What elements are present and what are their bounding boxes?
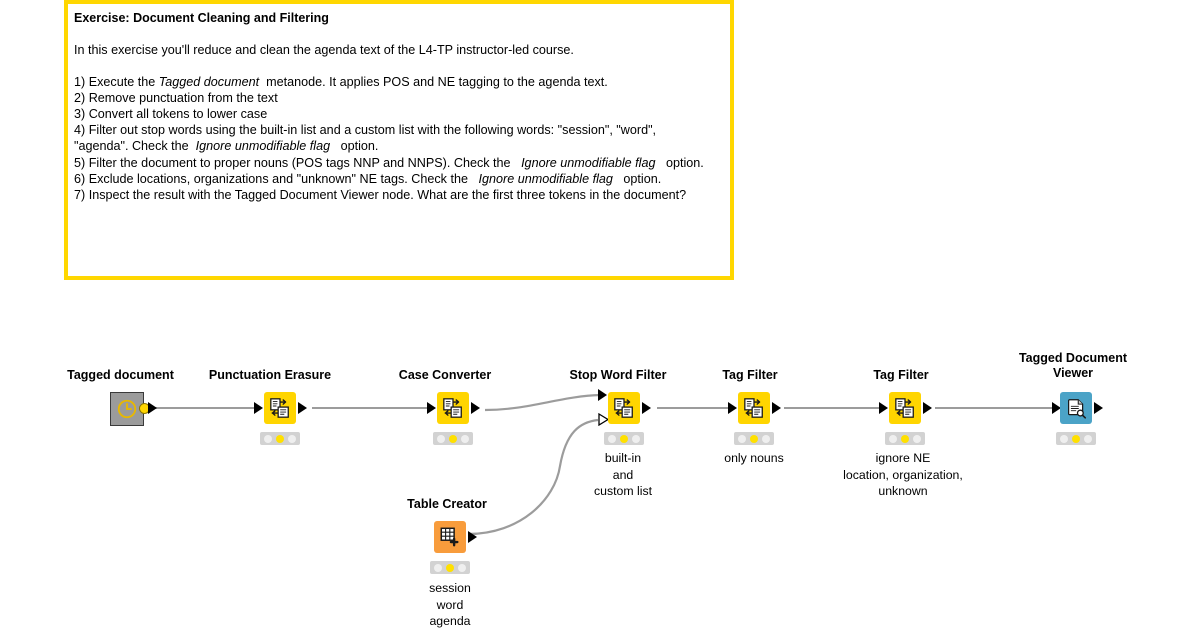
step1-suffix: metanode. It applies POS and NE tagging …: [259, 75, 608, 90]
node-status-case-converter: [433, 432, 473, 445]
stop-word-filter-input-port-document[interactable]: [598, 389, 607, 401]
document-search-icon: [1067, 398, 1086, 419]
status-light-right: [288, 434, 296, 443]
node-body-case-converter[interactable]: [437, 392, 469, 424]
tag-filter-nouns-output-port[interactable]: [772, 402, 781, 414]
status-light-middle: [620, 434, 628, 443]
status-light-left: [1060, 434, 1068, 443]
step5-italic: Ignore unmodifiable flag: [521, 155, 656, 170]
status-light-right: [458, 563, 466, 572]
node-title-table-creator: Table Creator: [407, 497, 487, 511]
tag-filter-ne-input-port[interactable]: [879, 402, 888, 414]
node-title-punctuation-erasure: Punctuation Erasure: [208, 368, 332, 382]
tag-filter-ne-output-port[interactable]: [923, 402, 932, 414]
node-title-stop-word-filter: Stop Word Filter: [569, 368, 667, 382]
document-transform-icon: [270, 398, 289, 418]
node-title-tag-filter-nouns: Tag Filter: [722, 368, 778, 382]
stop-word-filter-output-port[interactable]: [642, 402, 651, 414]
annotation-step-4-line1: 4) Filter out stop words using the built…: [74, 123, 657, 138]
status-light-left: [608, 434, 616, 443]
annotation-intro: In this exercise you'll reduce and clean…: [74, 43, 574, 57]
node-body-punctuation-erasure[interactable]: [264, 392, 296, 424]
stop-word-filter-input-port-table[interactable]: [598, 413, 609, 426]
node-subtitle-tag-filter-ne: ignore NE location, organization, unknow…: [843, 451, 963, 498]
node-title-tag-filter-ne: Tag Filter: [873, 368, 929, 382]
status-light-middle: [750, 434, 758, 443]
node-body-stop-word-filter[interactable]: [608, 392, 640, 424]
step5-prefix: 5) Filter the document to proper nouns (…: [74, 155, 522, 170]
case-converter-output-port[interactable]: [471, 402, 480, 414]
annotation-step-4-line2: "agenda". Check the Ignore unmodifiable …: [74, 138, 722, 154]
status-light-left: [889, 434, 897, 443]
tag-filter-nouns-input-port[interactable]: [728, 402, 737, 414]
node-status-punctuation-erasure: [260, 432, 300, 445]
status-light-middle: [901, 434, 909, 443]
node-title-tagged-document-viewer: Tagged Document Viewer: [1018, 351, 1128, 380]
status-light-middle: [446, 563, 454, 572]
status-light-right: [461, 434, 469, 443]
annotation-step-2: 2) Remove punctuation from the text: [74, 91, 278, 106]
node-body-tagged-document-viewer[interactable]: [1060, 392, 1092, 424]
step6-prefix: 6) Exclude locations, organizations and …: [74, 171, 479, 186]
document-transform-icon: [614, 398, 633, 418]
annotation-step-3: 3) Convert all tokens to lower case: [74, 107, 268, 122]
node-title-case-converter: Case Converter: [398, 368, 492, 382]
status-light-right: [632, 434, 640, 443]
step6-italic: Ignore unmodifiable flag: [478, 171, 613, 186]
step4-prefix: "agenda". Check the: [74, 139, 196, 154]
status-light-right: [762, 434, 770, 443]
node-status-stop-word-filter: [604, 432, 644, 445]
annotation-title: Exercise: Document Cleaning and Filterin…: [74, 11, 329, 25]
status-light-right: [913, 434, 921, 443]
clock-icon: [117, 399, 137, 419]
node-subtitle-tag-filter-nouns: only nouns: [724, 451, 784, 465]
punctuation-erasure-output-port[interactable]: [298, 402, 307, 414]
document-transform-icon: [744, 398, 763, 418]
table-creator-output-port[interactable]: [468, 531, 477, 543]
node-subtitle-stop-word-filter: built-in and custom list: [593, 451, 653, 498]
exercise-annotation-box[interactable]: Exercise: Document Cleaning and Filterin…: [64, 0, 734, 280]
tagged-document-viewer-output-port[interactable]: [1094, 402, 1103, 414]
document-transform-icon: [895, 398, 914, 418]
node-status-tagged-document-viewer: [1056, 432, 1096, 445]
annotation-step-5: 5) Filter the document to proper nouns (…: [74, 155, 722, 171]
table-plus-icon: [440, 527, 459, 547]
step1-italic: Tagged document: [158, 75, 260, 90]
status-light-right: [1084, 434, 1092, 443]
step5-suffix: option.: [655, 155, 704, 170]
step1-prefix: 1) Execute the: [74, 75, 159, 90]
metanode-output-arrow[interactable]: [148, 402, 157, 414]
node-body-tag-filter-ne[interactable]: [889, 392, 921, 424]
status-light-left: [434, 563, 442, 572]
node-subtitle-table-creator: session word agenda: [429, 581, 471, 628]
annotation-step-7: 7) Inspect the result with the Tagged Do…: [74, 187, 687, 202]
node-title-tagged-document: Tagged document: [67, 368, 174, 382]
step6-suffix: option.: [612, 171, 662, 186]
status-light-left: [264, 434, 272, 443]
node-status-table-creator: [430, 561, 470, 574]
node-body-tag-filter-nouns[interactable]: [738, 392, 770, 424]
status-light-middle: [1072, 434, 1080, 443]
document-transform-icon: [443, 398, 462, 418]
status-light-left: [437, 434, 445, 443]
tagged-document-viewer-input-port[interactable]: [1052, 402, 1061, 414]
annotation-step-6: 6) Exclude locations, organizations and …: [74, 171, 722, 187]
step4-suffix: option.: [330, 139, 379, 154]
status-light-middle: [276, 434, 284, 443]
metanode-body-tagged-document[interactable]: [110, 392, 144, 426]
node-status-tag-filter-ne: [885, 432, 925, 445]
case-converter-input-port[interactable]: [427, 402, 436, 414]
annotation-step-1: 1) Execute the Tagged document metanode.…: [74, 74, 722, 90]
status-light-middle: [449, 434, 457, 443]
status-light-left: [738, 434, 746, 443]
punctuation-erasure-input-port[interactable]: [254, 402, 263, 414]
node-status-tag-filter-nouns: [734, 432, 774, 445]
step4-italic: Ignore unmodifiable flag: [195, 139, 331, 154]
node-body-table-creator[interactable]: [434, 521, 466, 553]
